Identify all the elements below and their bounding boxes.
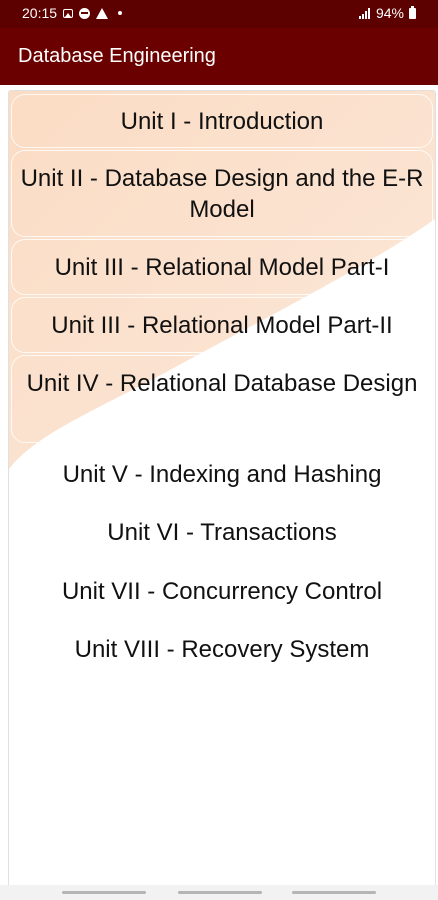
app-bar: Database Engineering (0, 28, 438, 85)
gallery-icon (63, 8, 74, 18)
unit-item-8[interactable]: Unit VII - Concurrency Control (61, 578, 383, 605)
unit-item-1[interactable]: Unit I - Introduction (11, 94, 433, 148)
unit-item-6[interactable]: Unit V - Indexing and Hashing (62, 461, 382, 488)
unit-item-9[interactable]: Unit VIII - Recovery System (74, 636, 370, 663)
navigation-bar (0, 885, 438, 900)
app-title: Database Engineering (18, 45, 216, 67)
notification-dot-icon (118, 11, 123, 15)
status-left: 20:15 (22, 5, 123, 21)
status-right: 94% (358, 5, 416, 21)
battery-icon (409, 5, 416, 19)
nav-back-button[interactable] (292, 891, 376, 894)
do-not-disturb-icon (79, 7, 91, 19)
unit-item-4[interactable]: Unit III - Relational Model Part-II (11, 297, 433, 353)
unit-item-2[interactable]: Unit II - Database Design and the E-R Mo… (11, 150, 433, 237)
nav-home-button[interactable] (178, 891, 262, 894)
unit-item-7[interactable]: Unit VI - Transactions (107, 519, 337, 546)
status-time: 20:15 (22, 5, 58, 21)
nav-recent-button[interactable] (62, 891, 146, 894)
unit-item-5[interactable]: Unit IV - Relational Database Design (11, 355, 433, 443)
status-bar: 20:15 94% (0, 0, 438, 28)
unit-list-container: Unit I - Introduction Unit II - Database… (8, 90, 436, 887)
battery-percentage: 94% (375, 5, 404, 21)
background-wave-shape (9, 91, 435, 469)
unit-item-3[interactable]: Unit III - Relational Model Part-I (11, 239, 433, 295)
signal-icon (358, 7, 371, 19)
warning-icon (96, 7, 109, 19)
background-wave (9, 91, 435, 469)
